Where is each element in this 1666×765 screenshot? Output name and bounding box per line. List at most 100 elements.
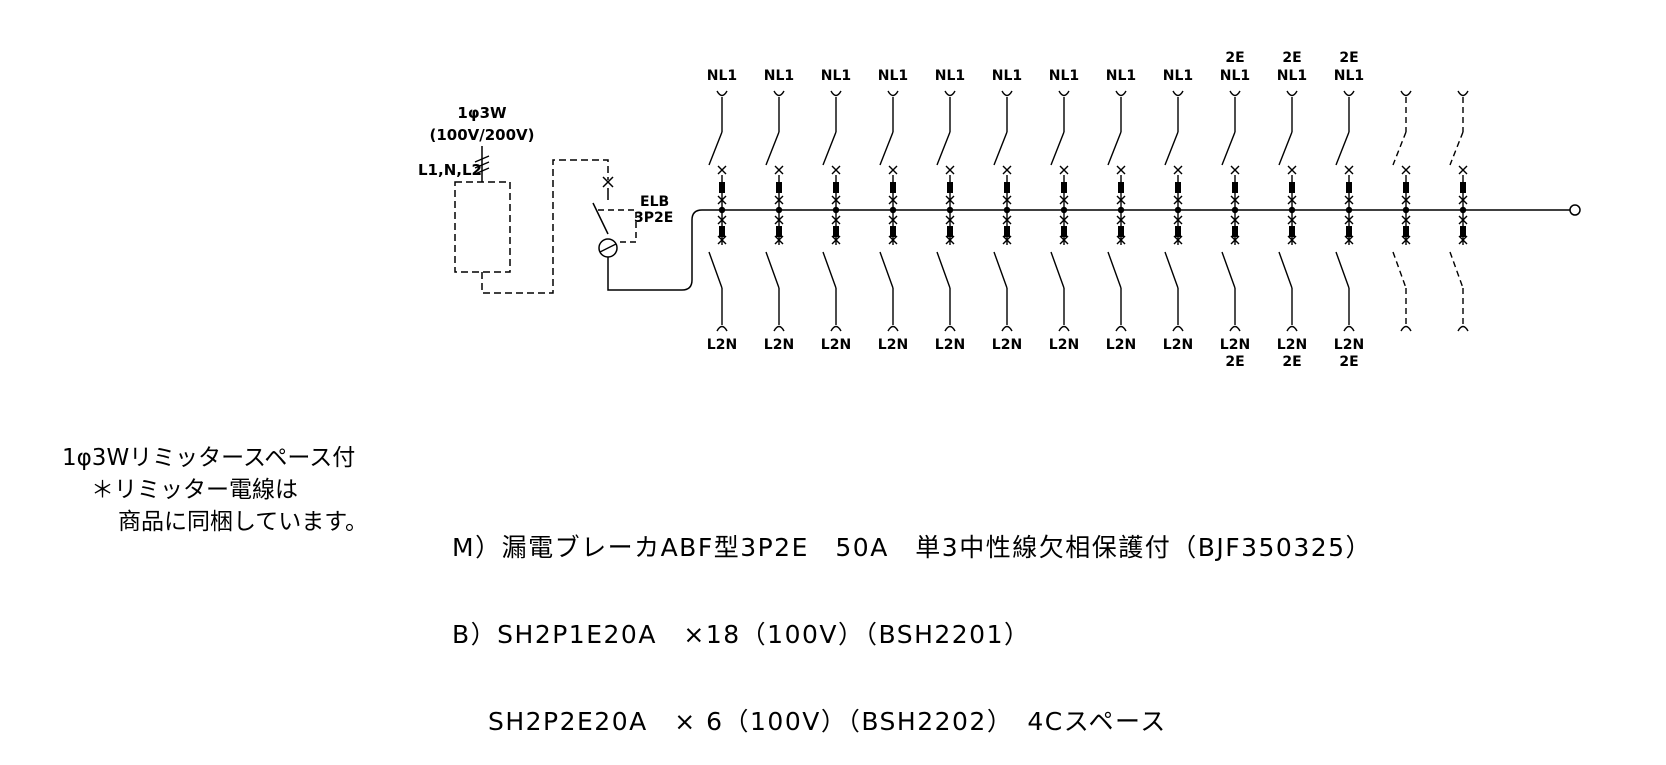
x-stroke [1173, 235, 1183, 245]
branch-upper-8: NL1 [1106, 68, 1136, 214]
breaker-contact-icon [833, 182, 839, 193]
breaker-contact-icon [1004, 226, 1010, 237]
breaker-contact-icon [1403, 226, 1409, 237]
breaker-x-icon [1116, 195, 1126, 205]
supply-phase-label: 1φ3W [457, 104, 507, 122]
spec-main-breaker: M）漏電ブレーカABF型3P2E 50A 単3中性線欠相保護付（BJF35032… [452, 533, 1373, 562]
x-stroke [945, 195, 955, 205]
breaker-contact-icon [833, 226, 839, 237]
terminal-icon [1343, 90, 1355, 97]
x-stroke [1287, 215, 1297, 225]
branch-upper-5: NL1 [935, 68, 965, 214]
breaker-contact-icon [1460, 226, 1466, 237]
branch-upper-blade [708, 131, 723, 166]
branch-lower-blade [1278, 251, 1293, 289]
branch-lower-blade [708, 251, 723, 289]
breaker-contact-icon [719, 226, 725, 237]
x-stroke [774, 235, 784, 245]
terminal-icon [1229, 325, 1241, 332]
breaker-x-icon [1173, 235, 1183, 245]
branch-upper-blade [993, 131, 1008, 166]
breaker-x-icon [945, 235, 955, 245]
branch-upper-blade [1278, 131, 1293, 166]
x-stroke [888, 215, 898, 225]
branch-lower-label: L2N [935, 337, 965, 353]
breaker-x-icon [1230, 215, 1240, 225]
branch-lower-6: L2N [992, 210, 1022, 353]
branch-upper-blade [765, 131, 780, 166]
breaker-x-icon [1173, 215, 1183, 225]
terminal-icon [1001, 90, 1013, 97]
breaker-contact-icon [1118, 182, 1124, 193]
x-stroke [1401, 195, 1411, 205]
x-stroke [1287, 195, 1297, 205]
breaker-contact-icon [1232, 226, 1238, 237]
breaker-x-icon [831, 195, 841, 205]
x-stroke [774, 215, 784, 225]
x-stroke [1173, 165, 1183, 175]
breaker-x-icon [1401, 235, 1411, 245]
x-stroke [1230, 215, 1240, 225]
x-stroke [1116, 235, 1126, 245]
terminal-icon [1172, 325, 1184, 332]
branch-upper-blade [936, 131, 951, 166]
breaker-x-icon [1401, 165, 1411, 175]
branch-upper-blade [1449, 131, 1464, 166]
x-stroke [1059, 195, 1069, 205]
terminal-icon [1172, 90, 1184, 97]
breaker-x-icon [888, 165, 898, 175]
breaker-contact-icon [1403, 182, 1409, 193]
breaker-x-icon [945, 165, 955, 175]
x-stroke [1059, 165, 1069, 175]
branch-lower-label: L2N [707, 337, 737, 353]
branch-lower-label: L2N [1334, 337, 1364, 353]
branch-upper-grounding-label: 2E [1339, 50, 1358, 66]
breaker-x-icon [1344, 165, 1354, 175]
breaker-x-icon [1230, 195, 1240, 205]
x-stroke [1116, 195, 1126, 205]
branch-upper-label: NL1 [1334, 68, 1364, 84]
terminal-icon [1115, 325, 1127, 332]
breaker-x-icon [945, 215, 955, 225]
breaker-x-icon [1401, 215, 1411, 225]
breaker-x-icon [831, 165, 841, 175]
branch-lower-label: L2N [821, 337, 851, 353]
spec-branch-1e: B）SH2P1E20A ×18（100V）（BSH2201） [452, 620, 1031, 649]
branch-lower-3: L2N [821, 210, 851, 353]
terminal-icon [716, 90, 728, 97]
branch-lower-14 [1449, 210, 1469, 332]
branch-lower-blade [1050, 251, 1065, 289]
branch-upper-label: NL1 [935, 68, 965, 84]
branch-lower-blade [822, 251, 837, 289]
breaker-x-icon [1458, 165, 1468, 175]
x-stroke [945, 215, 955, 225]
breaker-contact-icon [1232, 182, 1238, 193]
breaker-contact-icon [890, 226, 896, 237]
branch-lower-2: L2N [764, 210, 794, 353]
x-stroke [774, 165, 784, 175]
terminal-icon [1457, 325, 1469, 332]
x-stroke [1230, 165, 1240, 175]
breaker-x-icon [1002, 235, 1012, 245]
terminal-icon [1457, 90, 1469, 97]
terminal-icon [887, 325, 899, 332]
breaker-contact-icon [890, 182, 896, 193]
breaker-contact-icon [1346, 182, 1352, 193]
busbar-end-terminal-icon [1569, 204, 1581, 216]
branch-upper-label: NL1 [1049, 68, 1079, 84]
breaker-x-icon [1059, 195, 1069, 205]
x-stroke [888, 235, 898, 245]
breaker-x-icon [717, 215, 727, 225]
breaker-x-icon [1059, 235, 1069, 245]
breaker-contact-icon [1346, 226, 1352, 237]
x-stroke [1458, 165, 1468, 175]
breaker-x-icon [1287, 195, 1297, 205]
x-stroke [1401, 165, 1411, 175]
branch-upper-2: NL1 [764, 68, 794, 214]
branch-lower-blade [765, 251, 780, 289]
